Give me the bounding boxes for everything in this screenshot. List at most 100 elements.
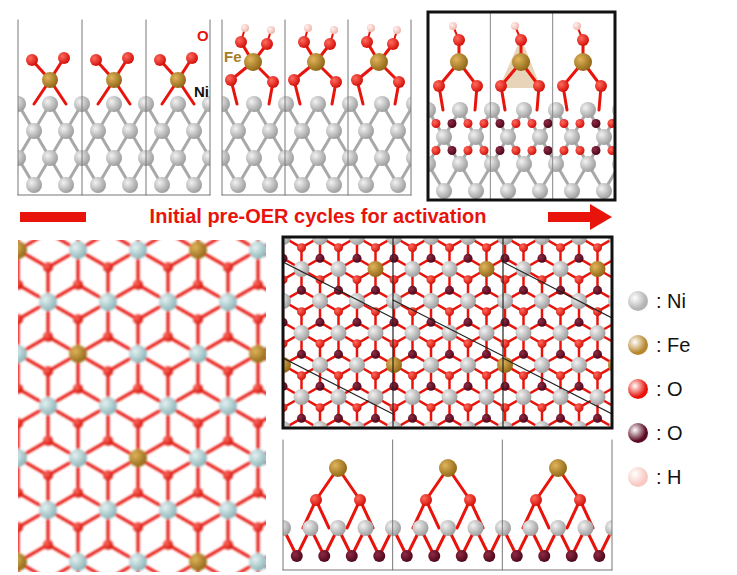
atom [436, 129, 452, 145]
atom [170, 150, 186, 166]
atom [99, 501, 117, 519]
atom [538, 318, 547, 327]
atom [133, 384, 143, 394]
side-view-panel [428, 22, 615, 199]
atom [193, 384, 203, 394]
atom [129, 449, 147, 467]
atom [464, 254, 473, 263]
atom [342, 96, 358, 112]
atom [253, 280, 263, 290]
atom [249, 449, 266, 467]
atom [436, 183, 452, 199]
atom [297, 371, 306, 380]
atom [73, 522, 83, 532]
atom [427, 275, 436, 284]
atom [534, 357, 550, 373]
bond [612, 440, 613, 570]
atom [154, 123, 170, 139]
atom [452, 102, 468, 118]
top-view-panel [283, 237, 612, 428]
atom [482, 414, 491, 423]
atom [576, 119, 585, 128]
atom [297, 307, 306, 316]
legend-text: : Ni [656, 290, 686, 312]
atom [464, 318, 473, 327]
atom [99, 397, 117, 415]
atom [358, 520, 374, 536]
atom [353, 254, 362, 263]
atom [42, 96, 58, 112]
atom [304, 24, 312, 32]
atom [106, 96, 122, 112]
atom [261, 38, 273, 50]
atom [26, 54, 38, 66]
atom [575, 339, 584, 348]
atom [69, 345, 87, 363]
atom [90, 123, 106, 139]
atom [580, 156, 596, 172]
atom [386, 357, 402, 373]
atom [538, 550, 550, 562]
atom [445, 243, 454, 252]
atom [133, 488, 143, 498]
atom [331, 261, 347, 277]
atom [342, 150, 358, 166]
atom [253, 418, 263, 428]
atom [393, 26, 401, 34]
atom [310, 150, 326, 166]
atom [189, 553, 207, 571]
atom [408, 243, 417, 252]
atom [519, 414, 528, 423]
atom [574, 53, 592, 71]
atom [283, 520, 291, 536]
atom [548, 102, 564, 118]
atom [58, 123, 74, 139]
bond [490, 12, 491, 200]
atom [331, 325, 347, 341]
atom [496, 119, 505, 128]
atom [390, 382, 399, 391]
atom [519, 371, 528, 380]
atom [593, 243, 602, 252]
atom [42, 150, 58, 166]
atom [482, 286, 491, 295]
atom [556, 350, 565, 359]
atom [367, 24, 375, 32]
atom [39, 397, 57, 415]
atom [413, 520, 429, 536]
atom [605, 520, 612, 536]
atom [556, 371, 565, 380]
atom [408, 350, 417, 359]
atom [18, 553, 27, 571]
atom [596, 129, 612, 145]
atom [560, 146, 569, 155]
atom [590, 261, 606, 277]
atom [593, 371, 602, 380]
atom [235, 36, 247, 48]
bond [18, 20, 19, 195]
bond [552, 12, 553, 200]
atom [564, 129, 580, 145]
atom [480, 146, 489, 155]
atom [246, 150, 262, 166]
atom [330, 520, 346, 536]
atom [538, 403, 547, 412]
atom [501, 403, 510, 412]
atom [346, 550, 358, 562]
atom [496, 146, 505, 155]
atom [482, 350, 491, 359]
atom [278, 96, 294, 112]
atom [464, 275, 473, 284]
atom [448, 119, 457, 128]
atom [448, 146, 457, 155]
atom [122, 52, 134, 64]
atom [480, 119, 489, 128]
atom [373, 550, 385, 562]
side-view-panel [283, 459, 612, 562]
atom [170, 96, 186, 112]
atom [316, 254, 325, 263]
legend-text: : O [656, 378, 683, 400]
atom [538, 275, 547, 284]
atom [223, 540, 233, 550]
